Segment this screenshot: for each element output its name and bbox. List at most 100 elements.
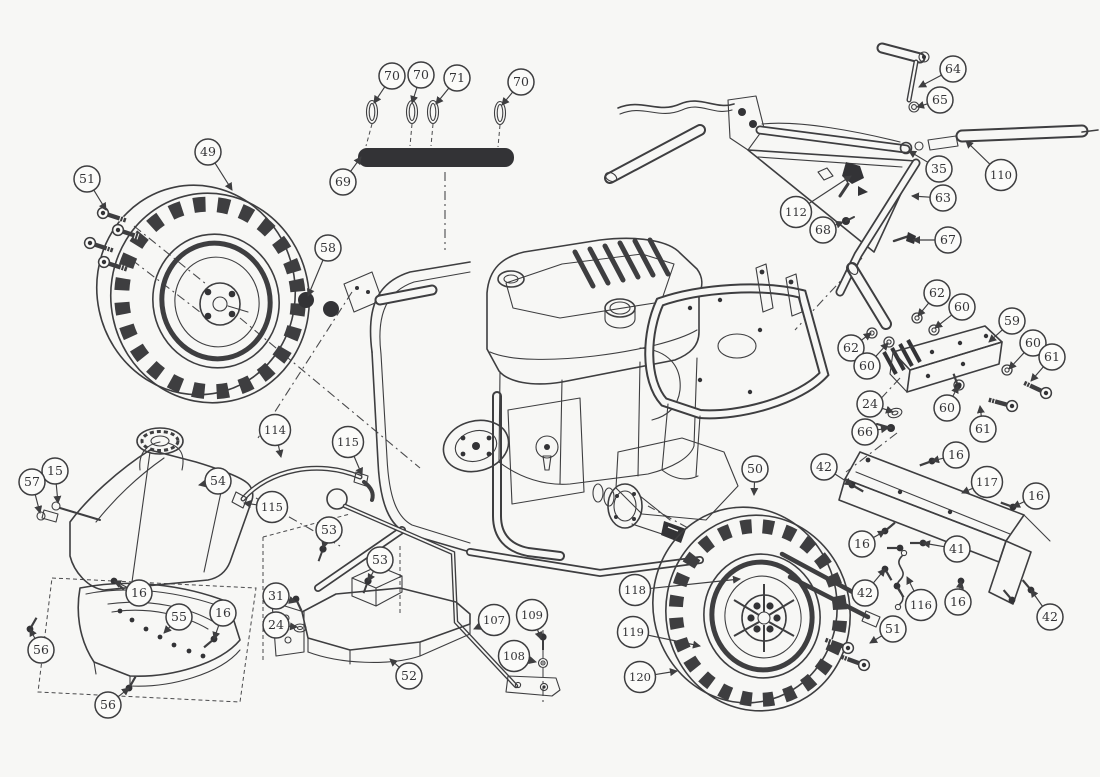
callout-70: 70 [373, 62, 406, 104]
callout-60: 60 [934, 293, 976, 329]
callout-61: 61 [969, 405, 997, 443]
callout-35: 35 [908, 150, 953, 183]
callout-16: 16 [209, 599, 237, 640]
callout-label: 107 [483, 613, 505, 627]
callout-label: 53 [321, 522, 337, 537]
callout-label: 115 [337, 435, 359, 449]
callout-60: 60 [1008, 329, 1047, 370]
callout-label: 16 [950, 594, 966, 609]
callout-16: 16 [848, 530, 886, 558]
callout-67: 67 [911, 226, 962, 254]
callout-label: 49 [200, 144, 216, 159]
callout-label: 53 [372, 552, 388, 567]
callout-116: 116 [904, 576, 938, 622]
callout-label: 62 [929, 285, 945, 300]
callout-label: 118 [624, 583, 646, 597]
callout-42: 42 [810, 453, 853, 486]
callout-label: 31 [268, 588, 284, 603]
callout-label: 56 [33, 642, 49, 657]
callout-label: 55 [171, 609, 187, 624]
callout-label: 62 [843, 340, 859, 355]
callout-117: 117 [961, 465, 1004, 499]
callout-label: 35 [931, 161, 947, 176]
callout-63: 63 [910, 184, 957, 212]
callout-51: 51 [73, 165, 107, 211]
fuel-hose-drawing [231, 465, 375, 509]
callout-52: 52 [389, 658, 423, 690]
callout-57: 57 [18, 468, 46, 514]
callout-64: 64 [918, 55, 967, 88]
callout-label: 56 [100, 697, 116, 712]
callout-label: 114 [264, 423, 286, 437]
callout-label: 70 [384, 68, 400, 83]
callout-49: 49 [194, 138, 233, 191]
callout-label: 63 [935, 190, 951, 205]
left-wheel-drawing [95, 184, 311, 404]
linkage-hardware [537, 632, 549, 669]
callout-119: 119 [616, 615, 701, 649]
callout-54: 54 [198, 467, 232, 495]
callout-label: 16 [948, 447, 964, 462]
callout-label: 60 [939, 400, 955, 415]
callout-42: 42 [1030, 589, 1064, 631]
callout-label: 120 [629, 670, 651, 684]
callout-label: 64 [945, 61, 961, 76]
callout-label: 51 [79, 171, 95, 186]
callout-label: 60 [1025, 335, 1041, 350]
callout-label: 41 [949, 541, 965, 556]
deck-drawing [644, 263, 830, 480]
callout-109: 109 [515, 598, 549, 640]
callout-56: 56 [94, 687, 130, 719]
callout-label: 61 [975, 421, 991, 436]
callout-label: 61 [1044, 349, 1060, 364]
callout-label: 112 [785, 205, 807, 219]
callout-114: 114 [258, 413, 292, 458]
callout-label: 60 [859, 358, 875, 373]
callout-56: 56 [27, 628, 55, 664]
callout-label: 65 [932, 92, 948, 107]
right-wheel-drawing [652, 506, 851, 712]
callout-label: 16 [131, 585, 147, 600]
frame-drawing [314, 261, 704, 592]
callout-label: 24 [268, 617, 284, 632]
callout-label: 59 [1004, 313, 1020, 328]
callout-label: 115 [261, 500, 283, 514]
callout-label: 58 [320, 240, 336, 255]
callout-16: 16 [944, 580, 972, 616]
callout-label: 108 [503, 649, 525, 663]
callout-66: 66 [851, 418, 889, 446]
callout-60: 60 [853, 342, 889, 380]
callout-53: 53 [315, 516, 343, 549]
callout-120: 120 [623, 660, 678, 694]
callout-65: 65 [916, 86, 954, 114]
callout-label: 70 [513, 74, 529, 89]
transmission-drawing [592, 437, 739, 543]
callout-label: 119 [622, 625, 644, 639]
callout-label: 52 [401, 668, 417, 683]
callout-24: 24 [262, 611, 299, 639]
callout-label: 71 [449, 70, 465, 85]
callout-label: 68 [815, 222, 831, 237]
callout-24: 24 [856, 390, 894, 418]
callout-41: 41 [922, 535, 971, 563]
callout-31: 31 [262, 582, 297, 610]
callout-70: 70 [407, 61, 435, 104]
shift-rod-drawing [326, 488, 561, 697]
callout-42: 42 [851, 568, 886, 607]
callout-55: 55 [163, 603, 193, 634]
callout-115: 115 [331, 425, 365, 476]
callout-label: 16 [215, 605, 231, 620]
callout-71: 71 [435, 64, 471, 105]
callout-115: 115 [243, 490, 289, 524]
callout-label: 42 [857, 585, 873, 600]
callout-107: 107 [473, 603, 511, 637]
callout-110: 110 [965, 140, 1018, 192]
callout-label: 69 [335, 174, 351, 189]
callout-label: 42 [816, 459, 832, 474]
callout-label: 66 [857, 424, 873, 439]
callout-16: 16 [113, 579, 153, 607]
axle-bar-drawing [358, 99, 514, 167]
callout-label: 57 [24, 474, 40, 489]
